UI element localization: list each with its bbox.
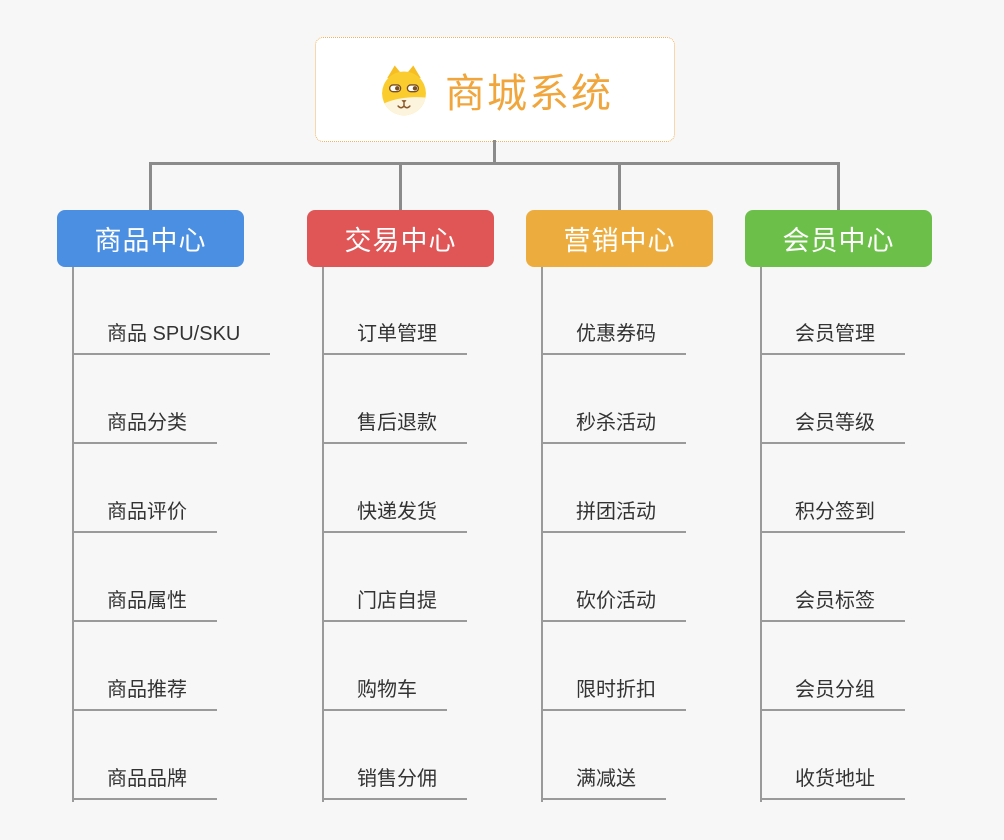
branch-tree-line <box>541 267 543 802</box>
branch-label: 会员中心 <box>782 226 895 256</box>
branch-column-marketing: 营销中心 优惠券码 秒杀活动 拼团活动 砍价活动 限时折扣 满减送 <box>526 210 713 810</box>
connector-root-drop <box>493 140 496 165</box>
branch-label: 营销中心 <box>563 226 676 256</box>
leaf-node[interactable]: 砍价活动 <box>542 588 686 622</box>
branch-label: 商品中心 <box>94 226 207 256</box>
connector-drop-branch-4 <box>837 162 840 210</box>
branch-column-trade: 交易中心 订单管理 售后退款 快递发货 门店自提 购物车 销售分佣 <box>307 210 494 810</box>
connector-drop-branch-1 <box>149 162 152 210</box>
root-node[interactable]: 商城系统 <box>315 37 675 142</box>
root-title: 商城系统 <box>445 71 613 116</box>
connector-horizontal <box>149 162 840 165</box>
branch-node-member[interactable]: 会员中心 <box>745 210 932 267</box>
leaf-node[interactable]: 会员分组 <box>761 677 905 711</box>
leaf-node[interactable]: 商品品牌 <box>73 766 217 800</box>
leaf-node[interactable]: 门店自提 <box>323 588 467 622</box>
branch-tree-line <box>760 267 762 802</box>
leaf-node[interactable]: 售后退款 <box>323 410 467 444</box>
leaf-node[interactable]: 商品属性 <box>73 588 217 622</box>
leaf-node[interactable]: 商品 SPU/SKU <box>73 321 271 355</box>
leaf-node[interactable]: 积分签到 <box>761 499 905 533</box>
leaf-node[interactable]: 秒杀活动 <box>542 410 686 444</box>
leaf-node[interactable]: 优惠券码 <box>542 321 686 355</box>
leaf-node[interactable]: 订单管理 <box>323 321 467 355</box>
shiba-dog-icon <box>377 63 431 117</box>
branch-node-product[interactable]: 商品中心 <box>57 210 244 267</box>
branch-column-member: 会员中心 会员管理 会员等级 积分签到 会员标签 会员分组 收货地址 <box>745 210 932 810</box>
leaf-node[interactable]: 商品分类 <box>73 410 217 444</box>
connector-drop-branch-2 <box>399 162 402 210</box>
leaf-node[interactable]: 会员等级 <box>761 410 905 444</box>
leaf-node[interactable]: 拼团活动 <box>542 499 686 533</box>
branch-tree-line <box>322 267 324 802</box>
leaf-node[interactable]: 快递发货 <box>323 499 467 533</box>
leaf-node[interactable]: 限时折扣 <box>542 677 686 711</box>
leaf-node[interactable]: 会员标签 <box>761 588 905 622</box>
leaf-node[interactable]: 收货地址 <box>761 766 905 800</box>
leaf-node[interactable]: 会员管理 <box>761 321 905 355</box>
leaf-node[interactable]: 购物车 <box>323 677 447 711</box>
connector-drop-branch-3 <box>618 162 621 210</box>
leaf-node[interactable]: 销售分佣 <box>323 766 467 800</box>
branch-column-product: 商品中心 商品 SPU/SKU 商品分类 商品评价 商品属性 商品推荐 商品品牌 <box>57 210 271 810</box>
branch-tree-line <box>72 267 74 802</box>
leaf-node[interactable]: 商品评价 <box>73 499 217 533</box>
leaf-node[interactable]: 满减送 <box>542 766 666 800</box>
leaf-node[interactable]: 商品推荐 <box>73 677 217 711</box>
branch-node-trade[interactable]: 交易中心 <box>307 210 494 267</box>
branch-label: 交易中心 <box>344 226 457 256</box>
branch-node-marketing[interactable]: 营销中心 <box>526 210 713 267</box>
